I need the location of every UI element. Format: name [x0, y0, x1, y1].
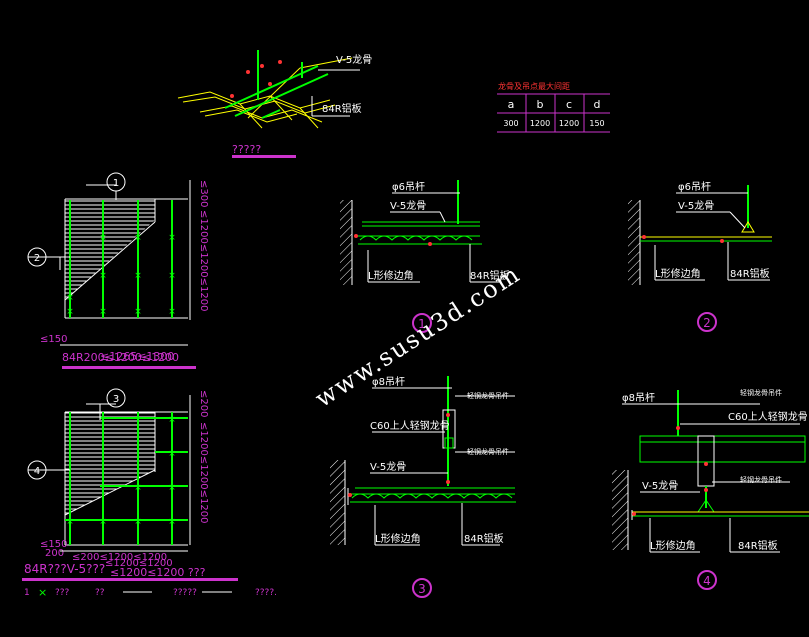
- svg-text:×: ×: [168, 449, 176, 459]
- legend-q2: ??: [95, 588, 105, 598]
- plan2-dim-right: ≤1200≤1200≤1200: [198, 422, 209, 523]
- table-header-d: d: [594, 98, 601, 111]
- svg-text:×: ×: [168, 415, 176, 425]
- table-title: 龙骨及吊点最大间距: [498, 81, 570, 91]
- d4-number: 4: [703, 574, 711, 588]
- table-value-c: 1200: [559, 119, 579, 128]
- svg-text:×: ×: [66, 307, 74, 317]
- iso-v5-label: V-5龙骨: [336, 53, 372, 66]
- svg-text:×: ×: [168, 271, 176, 281]
- legend-q3: ???: [55, 588, 70, 598]
- plan2-dim-top: ≤200: [198, 390, 209, 417]
- bottom-title: 84R???V-5???: [24, 562, 105, 576]
- d1-l-angle: L形修边角: [368, 269, 414, 282]
- d2-rod: φ6吊杆: [678, 181, 711, 193]
- d4-v5: V-5龙骨: [642, 479, 678, 492]
- iso-caption: ?????: [232, 143, 261, 156]
- svg-text:×: ×: [134, 233, 142, 243]
- svg-text:×: ×: [134, 271, 142, 281]
- svg-text:×: ×: [99, 517, 107, 527]
- d3-c60: C60上人轻钢龙骨: [370, 419, 450, 432]
- d3-v5: V-5龙骨: [370, 460, 406, 473]
- plan2-dim-bottom-overlap: ≤1200≤1200: [105, 558, 173, 569]
- d4-panel: 84R铝板: [738, 539, 778, 552]
- plan2-bubble-left: 4: [34, 466, 40, 477]
- plan1-dim-left-bottom: ≤150: [40, 334, 67, 345]
- plan1-dim-bottom: 84R200≤1200≤1200: [62, 351, 179, 364]
- d2-l-angle: L形修边角: [655, 267, 701, 280]
- svg-text:×: ×: [168, 307, 176, 317]
- plan1-dim-right: ≤1200≤1200≤1200: [198, 210, 209, 311]
- table-header-b: b: [537, 98, 544, 111]
- svg-text:×: ×: [168, 517, 176, 527]
- spacing-table: 龙骨及吊点最大间距 a b c d 300 1200 1200 150: [497, 81, 610, 133]
- d3-rod: φ8吊杆: [372, 376, 405, 388]
- plan1-dim-top: ≤300: [198, 180, 209, 207]
- table-header-c: c: [566, 98, 572, 111]
- legend-1: 1: [24, 588, 30, 598]
- plan-2: × × × × × × × × ≤200 ≤1200≤1200≤1200 3 4 ≤150…: [27, 388, 209, 569]
- svg-text:×: ×: [168, 483, 176, 493]
- svg-text:×: ×: [99, 271, 107, 281]
- legend-x: ×: [38, 586, 47, 599]
- d4-c60: C60上人轻钢龙骨: [728, 410, 808, 423]
- detail-3: φ8吊杆 轻钢龙骨吊件 C60上人轻钢龙骨 轻钢龙骨吊件 V-5龙骨 L形修边角…: [330, 376, 516, 598]
- legend-q5: ?????: [173, 588, 197, 598]
- d3-l-angle: L形修边角: [375, 532, 421, 545]
- detail-4: φ8吊杆 轻钢龙骨吊件 C60上人轻钢龙骨 轻钢龙骨吊件 V-5龙骨 L形修边角…: [612, 388, 809, 590]
- table-value-a: 300: [503, 119, 518, 128]
- d3-hanger-top: 轻钢龙骨吊件: [467, 391, 509, 400]
- svg-text:×: ×: [134, 517, 142, 527]
- svg-text:×: ×: [134, 307, 142, 317]
- detail-2: φ6吊杆 V-5龙骨 L形修边角 84R铝板 2: [628, 181, 772, 332]
- svg-text:×: ×: [168, 233, 176, 243]
- d1-v5: V-5龙骨: [390, 199, 426, 212]
- bottom-title-overlap: ≤1200≤1200 ???: [110, 566, 206, 579]
- svg-text:×: ×: [66, 517, 74, 527]
- d4-hanger-top: 轻钢龙骨吊件: [740, 388, 782, 397]
- d3-number: 3: [418, 582, 426, 596]
- plan2-dim-left-a: ≤150: [40, 539, 67, 550]
- plan1-dim-bottom-overlap: ≤1265≤1300: [100, 350, 174, 363]
- d1-rod: φ6吊杆: [392, 181, 425, 193]
- d1-panel: 84R铝板: [470, 269, 510, 282]
- svg-text:×: ×: [99, 307, 107, 317]
- d4-hanger-mid: 轻钢龙骨吊件: [740, 475, 782, 484]
- detail-1: φ6吊杆 V-5龙骨 L形修边角 84R铝板 1: [340, 180, 510, 333]
- svg-text:×: ×: [66, 293, 74, 303]
- svg-text:×: ×: [134, 483, 142, 493]
- plan2-bubble-top: 3: [113, 394, 119, 405]
- iso-84r-label: 84R铝板: [322, 102, 362, 115]
- bottom-legend: 84R???V-5??? ≤1200≤1200 ??? 1 × ??? ?? ?…: [22, 562, 277, 599]
- table-value-b: 1200: [530, 119, 550, 128]
- table-value-d: 150: [589, 119, 604, 128]
- legend-q4: ????.: [255, 588, 277, 598]
- d3-hanger-mid: 轻钢龙骨吊件: [467, 447, 509, 456]
- plan1-bubble-left: 2: [34, 253, 40, 264]
- d3-panel: 84R铝板: [464, 532, 504, 545]
- d4-rod: φ8吊杆: [622, 392, 655, 404]
- d2-number: 2: [703, 316, 711, 330]
- plan-1: ××× ××× ×××× × ≤300 ≤1200≤1200≤1200 1 2 …: [27, 172, 209, 369]
- svg-text:×: ×: [99, 233, 107, 243]
- d1-number: 1: [418, 317, 426, 331]
- isometric-view: V-5龙骨 84R铝板 ?????: [177, 50, 372, 158]
- d2-panel: 84R铝板: [730, 267, 770, 280]
- plan2-dim-left-b: 200: [45, 548, 64, 559]
- plan1-bubble-top: 1: [113, 178, 119, 189]
- d2-v5: V-5龙骨: [678, 199, 714, 212]
- table-header-a: a: [508, 98, 515, 111]
- d4-l-angle: L形修边角: [650, 539, 696, 552]
- plan2-dim-bottom: ≤200≤1200≤1200: [72, 552, 167, 563]
